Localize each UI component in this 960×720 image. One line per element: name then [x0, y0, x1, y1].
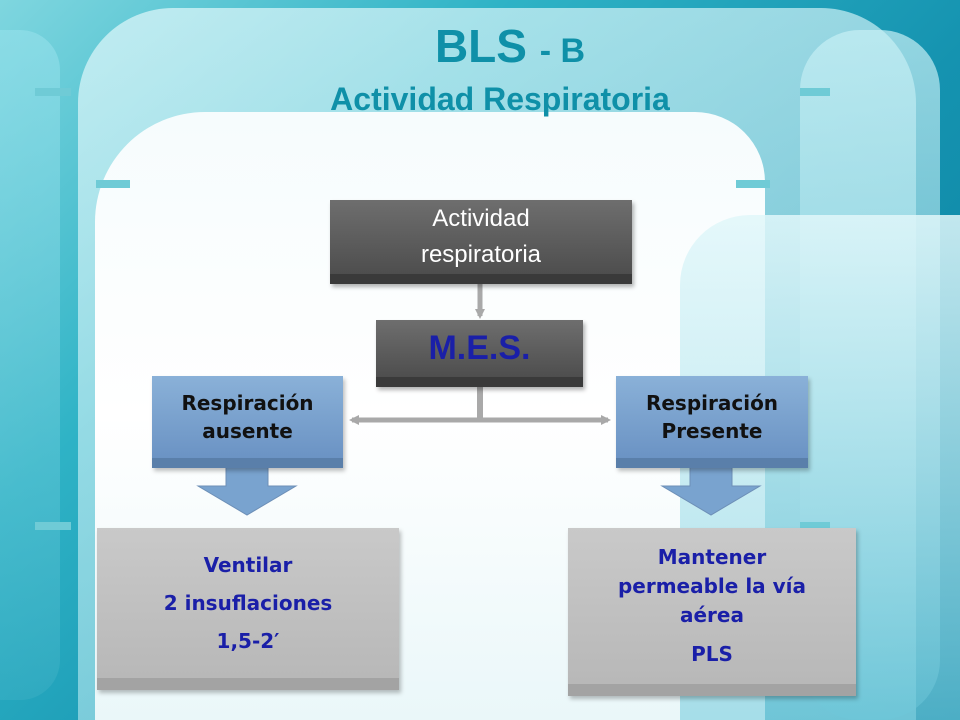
node-label-line: Respiración	[645, 391, 779, 415]
decor-tick	[736, 180, 770, 188]
node-label-line: Presente	[661, 419, 763, 443]
node-label-line: Actividad	[432, 205, 530, 232]
node-label-line: ausente	[202, 419, 293, 443]
node-label-line: Mantener	[657, 545, 767, 569]
node-mantener-via-aerea: Mantener permeable la vía aérea PLS	[568, 528, 856, 696]
node-label-line: Ventilar	[203, 553, 293, 577]
slide-title: BLS - B	[330, 20, 690, 77]
decor-tick	[800, 522, 830, 530]
node-label-line: 2 insuflaciones	[163, 591, 333, 615]
decor-tick	[35, 522, 71, 530]
node-label: M.E.S.	[428, 329, 531, 367]
down-arrow-left	[196, 459, 298, 516]
title-main-text: BLS	[434, 20, 527, 72]
node-label-line: Respiración	[181, 391, 314, 415]
node-label-line: aérea	[680, 603, 744, 627]
background-left-pill	[0, 30, 60, 700]
decor-tick	[800, 88, 830, 96]
node-actividad-respiratoria: Actividad respiratoria	[330, 200, 632, 284]
down-arrow-right	[660, 459, 762, 516]
title-suffix: - B	[539, 32, 586, 70]
node-respiracion-ausente: Respiración ausente	[152, 376, 343, 468]
node-label-line: PLS	[691, 642, 733, 666]
decor-tick	[35, 88, 71, 96]
node-ventilar: Ventilar 2 insuflaciones 1,5-2′	[97, 528, 399, 690]
slide-subtitle: Actividad Respiratoria	[330, 81, 670, 117]
decor-tick	[96, 180, 130, 188]
node-mes: M.E.S.	[376, 320, 583, 387]
node-label-line: 1,5-2′	[216, 629, 280, 653]
node-respiracion-presente: Respiración Presente	[616, 376, 808, 468]
node-label-line: respiratoria	[420, 241, 542, 268]
node-label-line: permeable la vía	[617, 574, 807, 598]
